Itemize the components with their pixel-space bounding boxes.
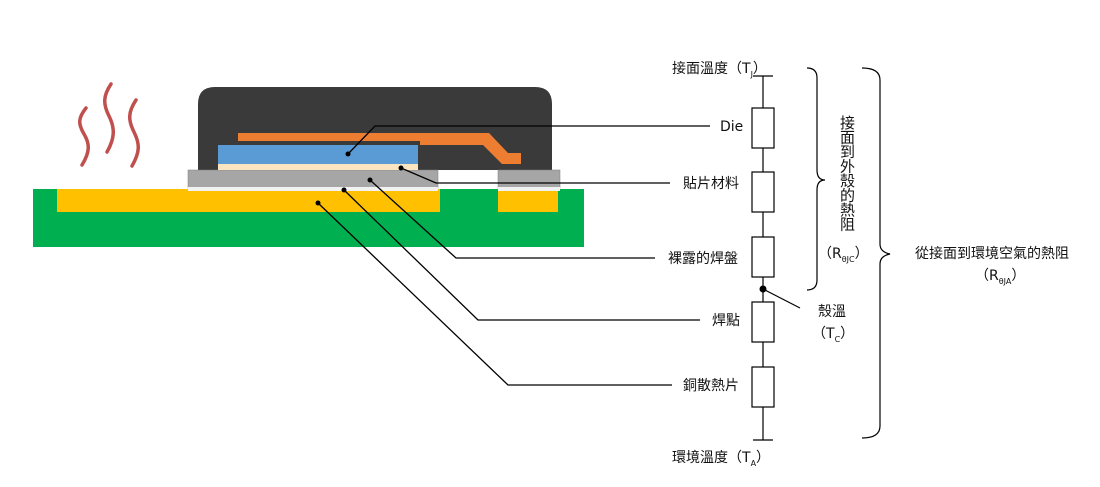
resistor-pad bbox=[751, 236, 775, 278]
bracket-jc-char: 面 bbox=[840, 129, 855, 147]
bracket-ja-label: 從接面到環境空氣的熱阻 bbox=[915, 245, 1069, 262]
resistor-copper bbox=[751, 366, 775, 408]
bracket-jc-symbol: （RθJC） bbox=[818, 246, 869, 264]
exposed-pad bbox=[187, 169, 439, 189]
heat-waves-icon bbox=[78, 82, 140, 168]
resistor-chain bbox=[751, 76, 775, 440]
pad-underside bbox=[188, 187, 438, 191]
lead-underside bbox=[498, 187, 560, 191]
bracket-jc-char: 到 bbox=[840, 143, 855, 161]
junction-temp-label: 接面溫度（TJ） bbox=[672, 60, 767, 79]
leader-lines bbox=[317, 125, 710, 386]
bracket-ja-symbol: （RθJA） bbox=[975, 268, 1025, 286]
bracket-ja bbox=[861, 67, 891, 439]
bracket-jc-char: 的 bbox=[840, 187, 855, 205]
solder-joint-main bbox=[57, 189, 440, 212]
case-temp-symbol: （TC） bbox=[812, 326, 854, 344]
bracket-jc-char: 熱 bbox=[840, 201, 855, 219]
label-die-attach: 貼片材料 bbox=[683, 176, 739, 192]
resistor-attach bbox=[751, 171, 775, 213]
bracket-jc-char: 外 bbox=[840, 158, 855, 176]
bracket-jc-char: 殼 bbox=[840, 172, 855, 190]
lead-frame bbox=[497, 169, 561, 189]
bracket-jc bbox=[806, 67, 826, 291]
case-leader bbox=[762, 288, 801, 309]
label-solder: 焊點 bbox=[712, 313, 740, 329]
die-attach-layer bbox=[218, 164, 418, 170]
label-die: Die bbox=[720, 119, 743, 135]
solder-joint-lead bbox=[498, 189, 558, 212]
label-copper: 銅散熱片 bbox=[683, 378, 739, 394]
die bbox=[218, 145, 418, 164]
resistor-die bbox=[751, 107, 775, 149]
ambient-temp-label: 環境溫度（TA） bbox=[672, 450, 770, 468]
leader-dots bbox=[315, 151, 404, 206]
bracket-jc-char: 接 bbox=[840, 114, 855, 132]
bond-wire-top bbox=[238, 133, 521, 164]
case-temp-label: 殼溫 bbox=[818, 304, 846, 320]
bracket-jc-char: 阻 bbox=[840, 216, 855, 234]
label-exposed-pad: 裸露的焊盤 bbox=[668, 251, 738, 267]
resistor-solder bbox=[751, 301, 775, 343]
